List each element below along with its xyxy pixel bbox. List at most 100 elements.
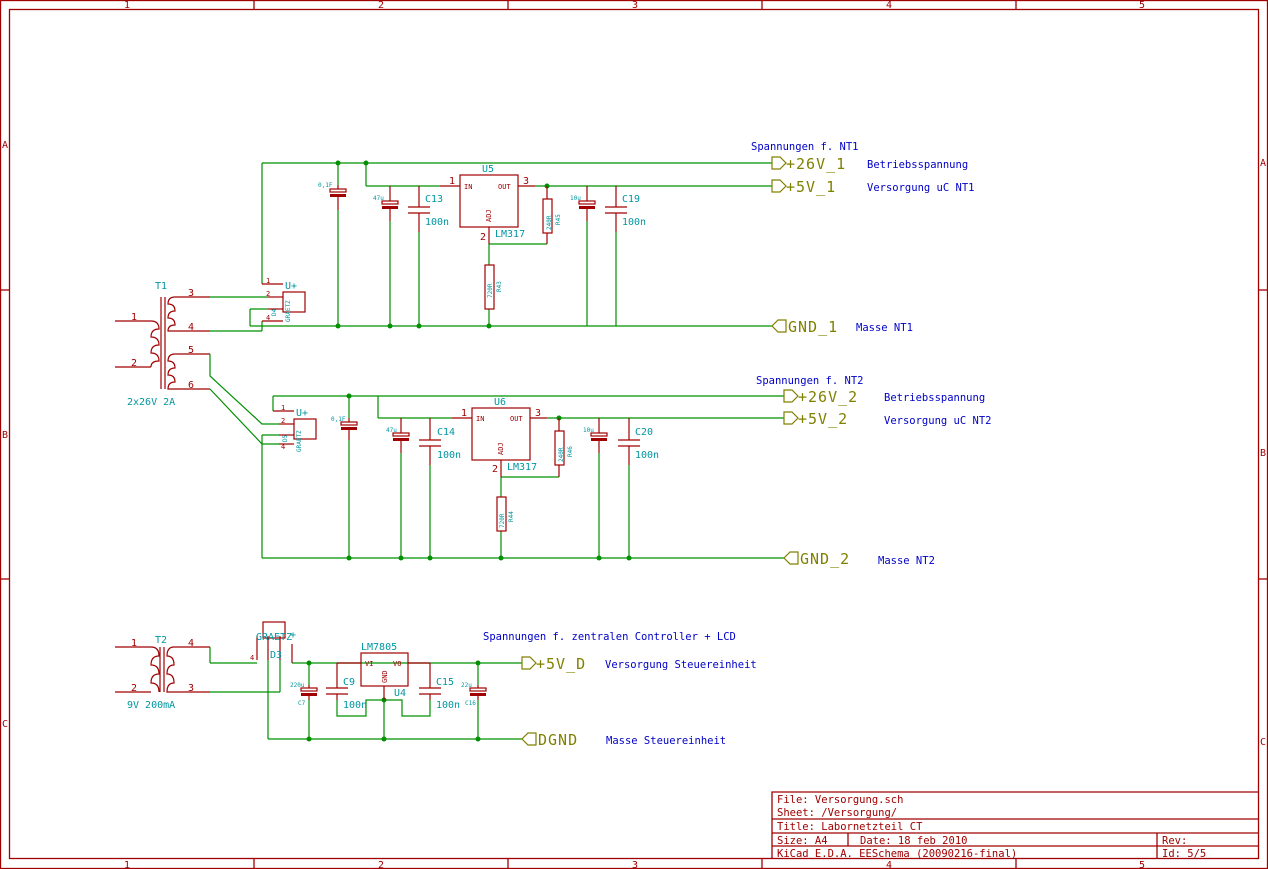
t1-pin-4: 4 <box>188 322 194 333</box>
d5-reference: D5 <box>282 434 289 442</box>
regulator-u4: LM7805 U4 VI VO GND <box>337 642 430 700</box>
d5-value: GRAETZ <box>296 430 303 452</box>
capacitor-nt2-bulk: 0,1F <box>331 416 358 440</box>
u6-pin-in: IN <box>476 415 484 423</box>
v5-d-note: Versorgung Steuereinheit <box>605 659 757 671</box>
u5-pin-adj: ADJ <box>485 209 493 222</box>
nt2-bulk-value: 0,1F <box>331 416 346 423</box>
resistor-r44: 720R R44 <box>496 496 515 532</box>
u6-reference: U6 <box>494 397 506 408</box>
d3-reference: D3 <box>270 650 282 661</box>
t1-reference: T1 <box>155 281 167 292</box>
capacitor-nt1-in-elko: 47u <box>373 186 399 221</box>
capacitor-c20: C20 100n <box>618 418 659 465</box>
capacitor-nt1-bulk: 0,1F <box>318 182 347 210</box>
gnd-1-label: GND_1 <box>788 318 838 336</box>
u5-pin-3: 3 <box>523 176 529 187</box>
ctrl-heading: Spannungen f. zentralen Controller + LCD <box>483 631 736 643</box>
c19-reference: C19 <box>622 194 640 205</box>
title-rev: Rev: <box>1162 835 1187 847</box>
d3-value: GRAETZ <box>256 632 292 643</box>
c16-value: 22u <box>461 682 472 689</box>
d4-pin-2: 2 <box>266 290 270 298</box>
r45-reference: R45 <box>555 214 562 225</box>
regulator-u5: U5 LM317 IN OUT ADJ 1 3 2 <box>440 164 535 244</box>
nt1-labels: Spannungen f. NT1 +26V_1 Betriebsspannun… <box>751 141 974 336</box>
regulator-u6: U6 LM317 IN OUT ADJ 1 3 2 <box>452 397 547 477</box>
transformer-t1: T1 2x26V 2A 1 2 3 4 5 6 <box>115 281 210 408</box>
bridge-rectifier-d5: 1 2 4 U+ D5 GRAETZ <box>273 404 317 452</box>
border-col-3: 3 <box>632 0 638 11</box>
nt2-in-elko-value: 47u <box>386 427 397 434</box>
v5-d-label: +5V_D <box>536 655 586 673</box>
gnd-2-label-shape <box>783 551 799 565</box>
u6-pin-2: 2 <box>492 464 498 475</box>
u6-value: LM317 <box>507 462 537 473</box>
bridge-rectifier-d4: 1 2 4 U+ D4 GRAETZ <box>262 277 306 322</box>
r44-value: 720R <box>499 513 506 528</box>
c14-value: 100n <box>437 450 461 461</box>
r43-reference: R43 <box>496 281 503 292</box>
v5-1-label-shape <box>771 179 787 193</box>
u5-pin-2: 2 <box>480 232 486 243</box>
capacitor-c9: C9 100n <box>326 663 367 711</box>
c15-reference: C15 <box>436 677 454 688</box>
border-col-5: 5 <box>1139 0 1145 11</box>
border-row-b: B <box>2 430 8 441</box>
c20-value: 100n <box>635 450 659 461</box>
t2-pin-4: 4 <box>188 638 194 649</box>
dgnd-label-shape <box>521 732 537 746</box>
u6-pin-out: OUT <box>510 415 523 423</box>
border-col-4: 4 <box>886 0 892 11</box>
u6-pin-adj: ADJ <box>497 442 505 455</box>
nt2-labels: Spannungen f. NT2 +26V_2 Betriebsspannun… <box>756 375 991 568</box>
border-row-a: A <box>2 140 8 151</box>
c7-value: 220u <box>290 682 305 689</box>
d4-reference: D4 <box>271 308 278 316</box>
border-col-1-bottom: 1 <box>124 860 130 869</box>
nt1-heading: Spannungen f. NT1 <box>751 141 858 153</box>
c15-value: 100n <box>436 700 460 711</box>
c9-value: 100n <box>343 700 367 711</box>
u4-pin-gnd: GND <box>381 670 389 683</box>
c13-reference: C13 <box>425 194 443 205</box>
border-col-4-bottom: 4 <box>886 860 892 869</box>
t1-pin-6: 6 <box>188 380 194 391</box>
title-file: File: Versorgung.sch <box>777 794 903 806</box>
title-date: Date: 18 feb 2010 <box>860 835 967 847</box>
v5-d-label-shape <box>521 656 537 670</box>
u5-pin-in: IN <box>464 183 472 191</box>
u5-pin-1: 1 <box>449 176 455 187</box>
nt1-out-elko-value: 10u <box>570 195 581 202</box>
c9-reference: C9 <box>343 677 355 688</box>
c20-reference: C20 <box>635 427 653 438</box>
t1-pin-2: 2 <box>131 358 137 369</box>
r46-value: 240R <box>558 447 565 462</box>
v5-2-label: +5V_2 <box>798 410 848 428</box>
t1-pin-1: 1 <box>131 312 137 323</box>
u4-value: LM7805 <box>361 642 397 653</box>
border-col-2-bottom: 2 <box>378 860 384 869</box>
d5-plus: U+ <box>296 408 308 419</box>
t2-pin-1: 1 <box>131 638 137 649</box>
gnd-2-label: GND_2 <box>800 550 850 568</box>
r43-value: 720R <box>487 283 494 298</box>
t1-value: 2x26V 2A <box>127 397 175 408</box>
dgnd-note: Masse Steuereinheit <box>606 735 726 747</box>
border-col-5-bottom: 5 <box>1139 860 1145 869</box>
u5-reference: U5 <box>482 164 494 175</box>
gnd-1-note: Masse NT1 <box>856 322 913 334</box>
resistor-r43: 720R R43 <box>484 264 503 310</box>
title-size: Size: A4 <box>777 835 828 847</box>
t2-pin-3: 3 <box>188 683 194 694</box>
v26-2-note: Betriebsspannung <box>884 392 985 404</box>
v5-1-label: +5V_1 <box>786 178 836 196</box>
dgnd-label: DGND <box>538 731 578 749</box>
u5-pin-out: OUT <box>498 183 511 191</box>
d5-pin-1: 1 <box>281 404 285 412</box>
d3-pin-4: 4 <box>250 654 254 662</box>
v5-2-note: Versorgung uC NT2 <box>884 415 991 427</box>
t2-value: 9V 200mA <box>127 700 175 711</box>
nt1-junctions <box>335 160 550 329</box>
